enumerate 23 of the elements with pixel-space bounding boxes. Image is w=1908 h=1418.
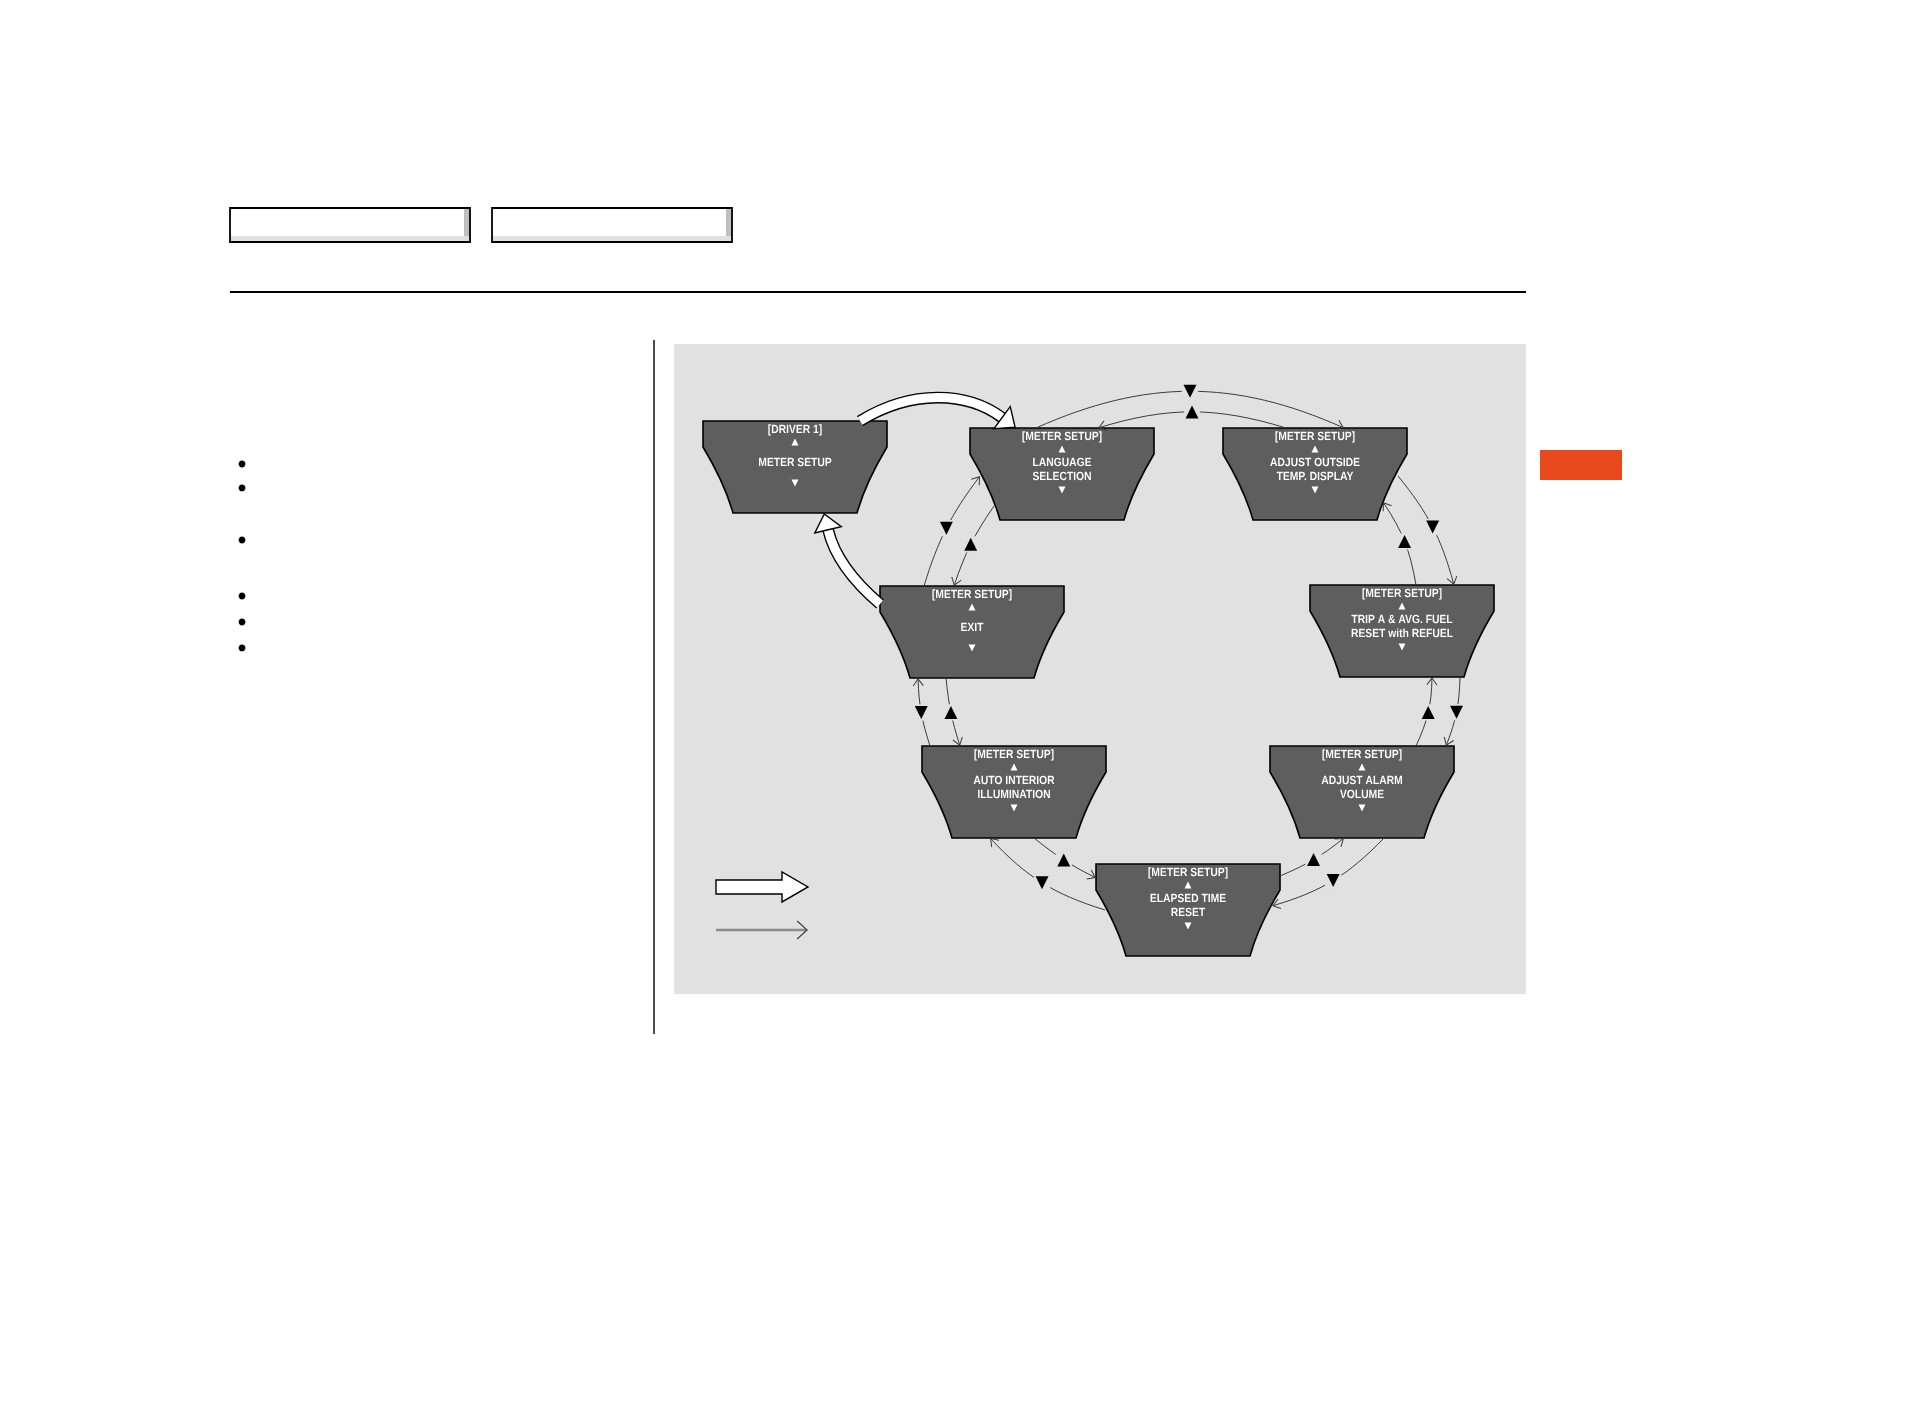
edge-label: ▼ — [913, 704, 930, 721]
edge-label: ▲ — [1396, 533, 1413, 550]
arrow — [1397, 475, 1458, 585]
arrow — [1279, 838, 1344, 877]
arrow — [945, 677, 963, 746]
arrow — [1415, 677, 1438, 747]
arrow — [923, 476, 980, 587]
arrow — [951, 505, 995, 586]
edge-label: ▼ — [1325, 872, 1342, 889]
hollow-arrow — [857, 391, 1016, 430]
arrow — [1272, 837, 1385, 910]
arrow — [912, 678, 931, 747]
arrow — [1443, 676, 1461, 746]
arrow — [990, 838, 1106, 911]
edge-label: ▼ — [1448, 704, 1465, 721]
hollow-arrow — [813, 513, 884, 609]
edge-label: ▲ — [1420, 704, 1437, 721]
arrow — [1382, 502, 1417, 586]
edge-label: ▼ — [938, 520, 955, 537]
arrow — [1033, 837, 1096, 880]
arrow — [1035, 390, 1344, 430]
edge-label: ▲ — [1305, 851, 1322, 868]
arrow — [1098, 411, 1287, 431]
